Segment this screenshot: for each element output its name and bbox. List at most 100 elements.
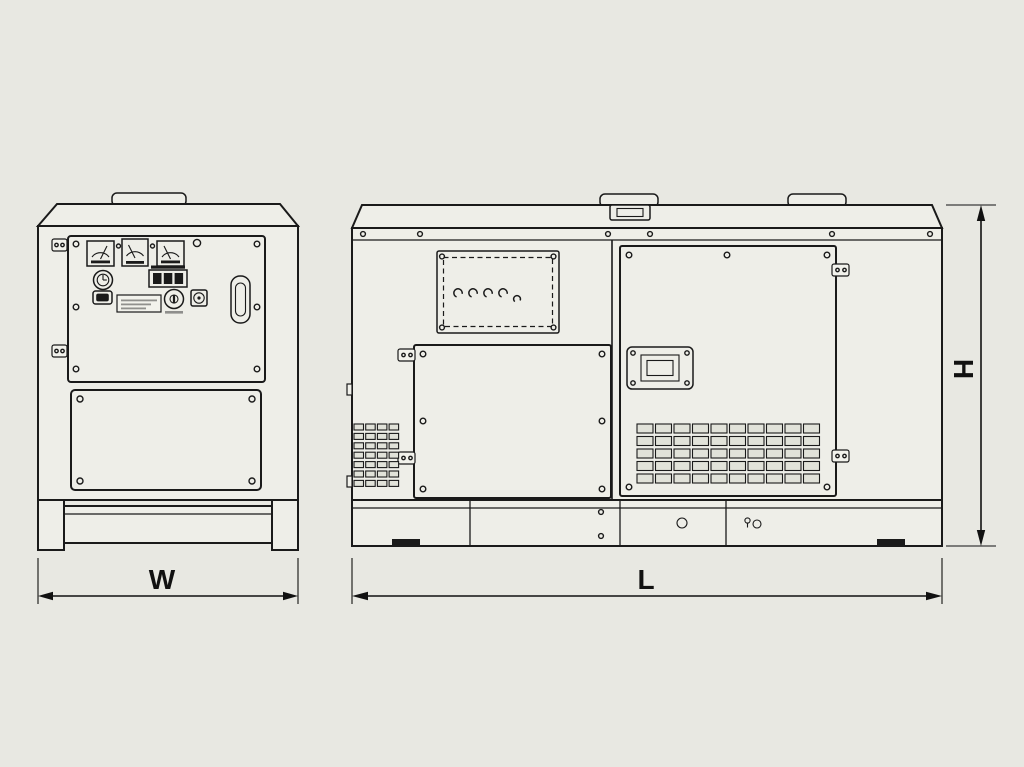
louver-slot [728, 423, 747, 434]
screw-dot [359, 230, 367, 238]
gauge-screws [115, 243, 156, 249]
louver-slot [728, 473, 747, 484]
breaker-toggle[interactable] [153, 273, 162, 284]
louver-slot [728, 435, 747, 447]
front-base-skid [37, 499, 299, 551]
screw-dot [253, 303, 261, 311]
gauge-ammeter-needle [128, 244, 136, 259]
screw-dot [419, 350, 427, 358]
louver-slot [691, 460, 710, 472]
breaker-toggle[interactable] [174, 273, 184, 284]
power-socket[interactable] [190, 289, 208, 307]
handle-bolts [630, 350, 690, 386]
arrowhead-down-icon [976, 530, 986, 546]
hinge-bolts [54, 242, 65, 248]
screw-dot [401, 455, 406, 461]
louver-slot [710, 448, 728, 459]
screw-dot [597, 532, 605, 540]
handle-slot [234, 282, 247, 317]
screw-dot [253, 240, 261, 248]
louver-slot [673, 423, 691, 434]
louver-slot [802, 448, 821, 459]
hook-panel-face [436, 250, 560, 334]
louver-slot [353, 470, 365, 478]
screw-dot [625, 251, 633, 259]
screw-dot [72, 365, 80, 373]
label-plate [116, 294, 162, 313]
hinge-bolts [401, 352, 413, 358]
hinge-plate [51, 344, 68, 358]
hinge-bolts [835, 453, 847, 459]
hinge-bolts [835, 267, 847, 273]
louver-slot [728, 460, 747, 472]
gauge-frequency [156, 240, 185, 267]
louver-slot [654, 448, 673, 459]
gauge-voltmeter-label-strip [91, 260, 110, 264]
gauge-ammeter-label-strip [126, 261, 144, 264]
left-door-face[interactable] [413, 344, 612, 499]
side-left-door[interactable] [413, 344, 612, 499]
arrowhead-left-icon [352, 591, 368, 601]
panel-door-handle[interactable] [230, 275, 251, 324]
louver-slot [365, 461, 376, 469]
handle-backplate [626, 346, 694, 390]
louver-slot [802, 473, 821, 484]
access-panel-screws [76, 395, 256, 485]
louver-slot [654, 460, 673, 472]
louver-slot [636, 473, 654, 484]
screw-dot [438, 324, 446, 331]
base-foot-right [271, 499, 299, 551]
screw-dot [828, 230, 836, 238]
screw-dot [630, 350, 636, 356]
right-door-handle[interactable] [626, 346, 694, 390]
screw-dot [842, 453, 847, 459]
screw-dot [625, 483, 633, 491]
screw-dot [60, 348, 65, 354]
arrowhead-right-icon [283, 591, 298, 601]
gauge-voltmeter-needle [100, 245, 108, 260]
roof-latch[interactable] [609, 204, 651, 221]
louver-slot [691, 435, 710, 447]
louver-slot [388, 479, 400, 487]
gauge-frequency-label-strip [161, 260, 180, 264]
louver-slot [710, 423, 728, 434]
louver-slot [376, 470, 388, 478]
breaker-toggle[interactable] [163, 273, 173, 284]
screw-dot [598, 485, 606, 493]
pilot-lamp [192, 238, 202, 248]
key-slot[interactable] [172, 294, 176, 304]
control-panel-corner-screws [72, 240, 261, 373]
screw-dot [76, 477, 84, 485]
front-lower-access-panel [70, 389, 262, 491]
socket-ring [193, 292, 205, 304]
louver-slot [388, 461, 400, 469]
louver-slot [376, 479, 388, 487]
rocker-switch[interactable] [92, 290, 113, 305]
circuit-breaker[interactable] [148, 265, 188, 288]
key-switch[interactable] [163, 288, 185, 314]
louver-slot [353, 423, 365, 431]
screw-dot [926, 230, 934, 238]
louver-slot [353, 432, 365, 440]
louver-slot [691, 473, 710, 484]
louver-slot [728, 448, 747, 459]
handle-grip[interactable] [646, 359, 674, 377]
louver-slot [784, 460, 802, 472]
louver-slot [636, 423, 654, 434]
screw-dot [54, 348, 59, 354]
louver-slot [636, 448, 654, 459]
rocker-switch-button[interactable] [96, 293, 109, 302]
louver-slot [388, 442, 400, 450]
side-base-skid [351, 499, 943, 547]
screw-dot [823, 251, 831, 259]
socket-pin [197, 296, 201, 300]
hinge-bolts [401, 455, 413, 461]
hinge-plate [51, 238, 68, 252]
louver-slot [710, 473, 728, 484]
louver-slot [353, 461, 365, 469]
hour-meter [92, 269, 114, 291]
hook-panel-screws [438, 253, 557, 331]
base-foot-left [37, 499, 65, 551]
